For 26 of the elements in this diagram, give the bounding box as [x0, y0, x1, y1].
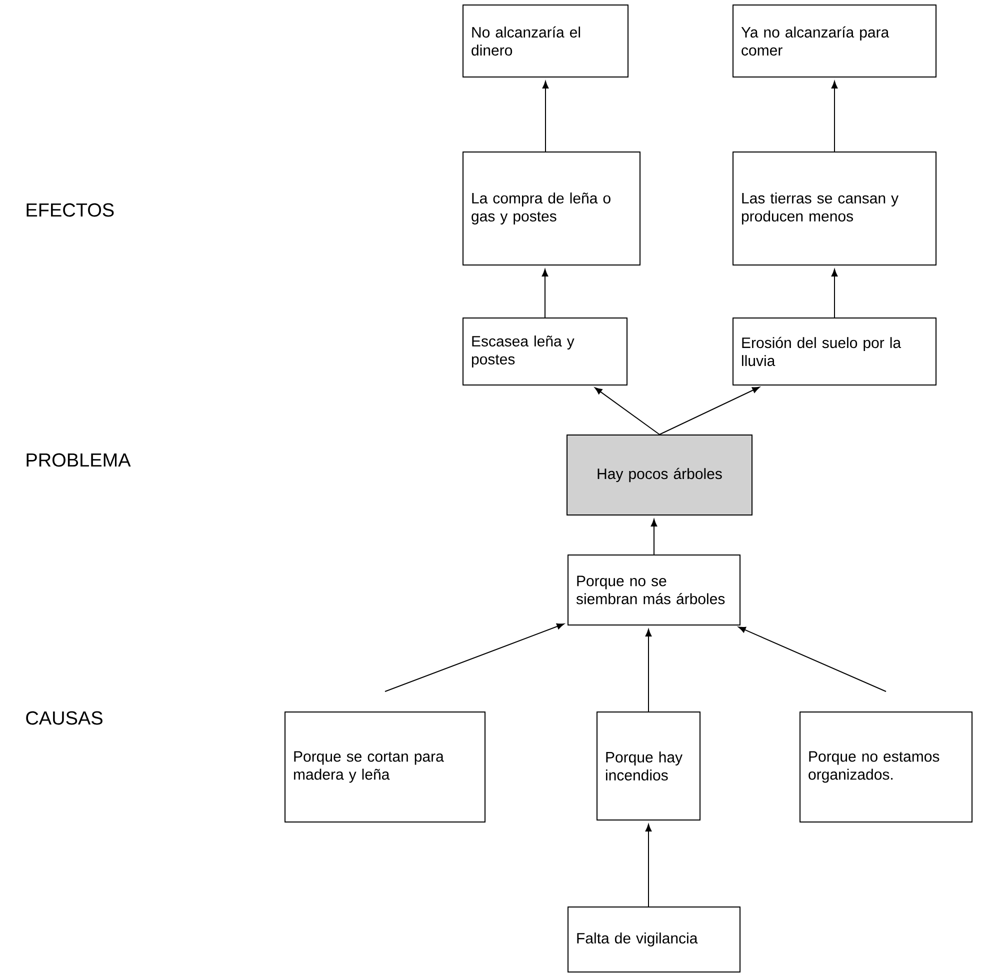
- arrow: [384, 623, 564, 692]
- arrow: [645, 824, 652, 908]
- arrow: [650, 519, 658, 555]
- section-label: EFECTOS: [26, 203, 114, 217]
- cause-effect-box: Porque hay incendios: [596, 712, 700, 820]
- cause-effect-box: Porque no estamos organizados.: [800, 712, 973, 822]
- cause-effect-box: Escasea leña y postes: [462, 318, 628, 386]
- section-label: PROBLEMA: [26, 453, 131, 467]
- cause-effect-box: Porque se cortan para madera y leña: [284, 712, 486, 822]
- cause-effect-box: La compra de leña o gas y postes: [462, 152, 640, 266]
- problem-box: Hay pocos árboles: [566, 434, 752, 516]
- cause-effect-box: Las tierras se cansan y producen menos: [732, 152, 937, 266]
- section-label: CAUSAS: [26, 711, 102, 725]
- arrow: [645, 629, 652, 712]
- arrow: [594, 387, 660, 435]
- arrow: [831, 269, 838, 318]
- arrow: [542, 269, 548, 318]
- arrow: [831, 81, 838, 152]
- cause-effect-box: Porque no se siembran más árboles: [568, 554, 741, 626]
- cause-effect-box: Ya no alcanzaría para comer: [732, 4, 937, 78]
- arrow: [542, 81, 549, 152]
- cause-effect-box: No alcanzaría el dinero: [462, 4, 628, 78]
- cause-effect-box: Erosión del suelo por la lluvia: [732, 318, 937, 386]
- arrow: [738, 626, 887, 692]
- cause-effect-box: Falta de vigilancia: [568, 906, 741, 972]
- arrow: [659, 386, 760, 435]
